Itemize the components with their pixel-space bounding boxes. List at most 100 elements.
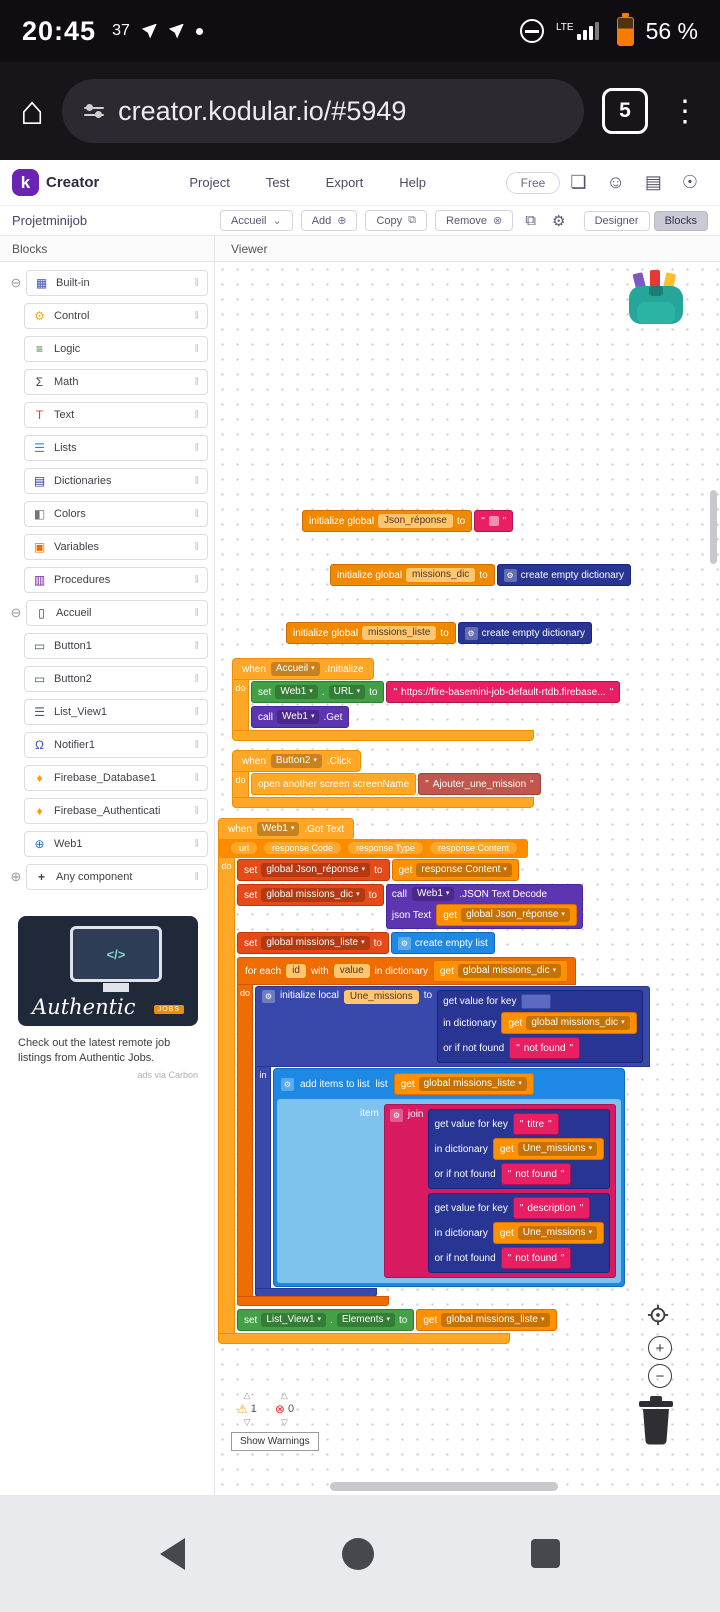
component-dropdown[interactable]: Web1 ▾ xyxy=(411,887,455,901)
block-get-json-reponse[interactable]: get global Json_réponse ▾ xyxy=(436,904,577,926)
designer-tab-button[interactable]: Designer xyxy=(583,210,650,231)
block-add-items-to-list[interactable]: ⚙ add items to list list get global miss… xyxy=(273,1068,626,1287)
drag-handle-icon[interactable]: ‖ xyxy=(194,310,200,322)
error-counter[interactable]: △ ⊗ 0 ▽ xyxy=(275,1390,294,1428)
var-name-field[interactable]: missions_liste xyxy=(362,626,437,640)
stmt-set-missions-dic[interactable]: set global missions_dic ▾ to call xyxy=(237,884,583,929)
feedback-icon[interactable]: ☺ xyxy=(606,172,625,192)
text-value[interactable]: titre xyxy=(527,1118,545,1130)
sidebar-item-colors[interactable]: ◧ Colors ‖ xyxy=(24,501,208,527)
sidebar-item-web1[interactable]: ⊕ Web1 ‖ xyxy=(24,831,208,857)
add-screen-button[interactable]: Add ⊕ xyxy=(300,210,358,231)
sidebar-item-variables[interactable]: ▣ Variables ‖ xyxy=(24,534,208,560)
component-dropdown[interactable]: Web1 ▾ xyxy=(277,710,320,724)
block-when-web1-got-text[interactable]: when Web1 ▾ .Got Text url response Code … xyxy=(218,818,650,1344)
block-get-value-for-key-titre[interactable]: get value for key " titre " xyxy=(428,1109,611,1189)
mutator-icon[interactable]: ⚙ xyxy=(464,626,478,640)
copy-screen-button[interactable]: Copy ⧉ xyxy=(365,210,428,231)
block-when-accueil-initialize[interactable]: when Accueil ▾ .Initialize do set Web1 xyxy=(232,658,621,741)
sidebar-item-list-view1[interactable]: ☰ List_View1 ‖ xyxy=(24,699,208,725)
property-dropdown[interactable]: URL ▾ xyxy=(328,685,366,699)
sidebar-item-firebase-database1[interactable]: ♦ Firebase_Database1 ‖ xyxy=(24,765,208,791)
variable-dropdown[interactable]: global Json_réponse ▾ xyxy=(261,863,371,877)
text-value[interactable]: not found xyxy=(515,1252,557,1264)
sidebar-item-notifier1[interactable]: Ω Notifier1 ‖ xyxy=(24,732,208,758)
block-init-global-missions-dic[interactable]: initialize global missions_dic to ⚙ crea… xyxy=(330,564,632,586)
back-button[interactable] xyxy=(160,1537,185,1570)
triangle-up-icon[interactable]: △ xyxy=(243,1390,251,1400)
local-name-field[interactable]: Une_missions xyxy=(343,990,419,1004)
drag-handle-icon[interactable]: ‖ xyxy=(194,574,200,586)
block-empty-string[interactable]: " " xyxy=(474,510,514,532)
block-get-une-missions[interactable]: get Une_missions ▾ xyxy=(492,1138,605,1160)
text-value[interactable]: Ajouter_une_mission xyxy=(432,778,527,790)
var-name-field[interactable]: Json_réponse xyxy=(378,514,453,528)
ad-image[interactable]: </> Authentic JOBS xyxy=(18,916,198,1026)
var-name-field[interactable]: missions_dic xyxy=(406,568,476,582)
drag-handle-icon[interactable]: ‖ xyxy=(194,409,200,421)
block-create-empty-dictionary[interactable]: ⚙ create empty dictionary xyxy=(457,622,593,644)
variable-dropdown[interactable]: Une_missions ▾ xyxy=(517,1226,598,1240)
mutator-icon[interactable]: ⚙ xyxy=(389,1109,403,1122)
drag-handle-icon[interactable]: ‖ xyxy=(194,376,200,388)
component-dropdown[interactable]: Accueil ▾ xyxy=(270,662,320,676)
vertical-scrollbar[interactable] xyxy=(710,490,717,564)
ad-attribution[interactable]: ads via Carbon xyxy=(137,1069,198,1080)
block-init-global-missions-liste[interactable]: initialize global missions_liste to ⚙ cr… xyxy=(286,622,593,644)
mutator-icon[interactable]: ⚙ xyxy=(397,936,411,950)
variable-dropdown[interactable]: response Content ▾ xyxy=(416,863,512,877)
variable-dropdown[interactable]: global missions_liste ▾ xyxy=(418,1077,527,1091)
text-value[interactable]: not found xyxy=(523,1042,566,1054)
block-screen-name-string[interactable]: " Ajouter_une_mission " xyxy=(418,773,541,795)
stmt-call-web1-get[interactable]: call Web1 ▾ .Get xyxy=(251,706,350,728)
component-dropdown[interactable]: Button2 ▾ xyxy=(270,754,322,768)
variable-dropdown[interactable]: Une_missions ▾ xyxy=(517,1142,598,1156)
block-get-missions-liste[interactable]: get global missions_liste ▾ xyxy=(393,1073,534,1095)
block-get-value-for-key-description[interactable]: get value for key " description " xyxy=(428,1193,611,1273)
block-create-empty-list[interactable]: ⚙ create empty list xyxy=(390,932,495,954)
block-get-missions-liste[interactable]: get global missions_liste ▾ xyxy=(416,1309,557,1331)
drag-handle-icon[interactable]: ‖ xyxy=(194,739,200,751)
sidebar-item-text[interactable]: T Text ‖ xyxy=(24,402,208,428)
layers-icon[interactable]: ⧉ xyxy=(525,212,536,229)
block-not-found-string[interactable]: " not found " xyxy=(500,1247,572,1269)
block-initialize-local[interactable]: ⚙ initialize local Une_missions to get v… xyxy=(255,986,650,1297)
variable-dropdown[interactable]: global missions_dic ▾ xyxy=(261,888,365,902)
empty-socket[interactable] xyxy=(521,994,552,1009)
tab-counter-button[interactable]: 5 xyxy=(602,88,648,134)
remove-screen-button[interactable]: Remove ⊗ xyxy=(435,210,514,231)
text-value[interactable]: description xyxy=(527,1202,576,1214)
sidebar-section-builtin[interactable]: ⊖ ▦ Built-in ‖ xyxy=(6,270,208,296)
plan-badge[interactable]: Free xyxy=(505,171,561,194)
drag-handle-icon[interactable]: ‖ xyxy=(194,277,200,289)
param-response-type[interactable]: response Type xyxy=(348,842,423,854)
menu-project[interactable]: Project xyxy=(189,175,230,190)
stmt-set-json-reponse[interactable]: set global Json_réponse ▾ to get respons… xyxy=(237,859,519,881)
stmt-set-missions-liste[interactable]: set global missions_liste ▾ to ⚙ create … xyxy=(237,932,495,954)
account-icon[interactable]: ☉ xyxy=(681,172,698,192)
mutator-icon[interactable]: ⚙ xyxy=(281,1077,294,1091)
loop-value-field[interactable]: value xyxy=(333,964,370,978)
browser-home-icon[interactable]: ⌂ xyxy=(20,89,45,133)
variable-dropdown[interactable]: global missions_liste ▾ xyxy=(441,1313,550,1327)
page-info-icon[interactable] xyxy=(84,104,105,118)
block-not-found-string[interactable]: " not found " xyxy=(500,1163,572,1185)
drag-handle-icon[interactable]: ‖ xyxy=(194,607,200,619)
menu-help[interactable]: Help xyxy=(399,175,426,190)
block-get-missions-dic[interactable]: get global missions_dic ▾ xyxy=(433,960,569,982)
drag-handle-icon[interactable]: ‖ xyxy=(194,508,200,520)
projects-folder-icon[interactable]: ❏ xyxy=(570,172,587,192)
property-dropdown[interactable]: Elements ▾ xyxy=(336,1313,396,1327)
block-not-found-string[interactable]: " not found " xyxy=(509,1037,581,1059)
block-init-global-json-reponse[interactable]: initialize global Json_réponse to " " xyxy=(302,510,514,532)
triangle-up-icon[interactable]: △ xyxy=(281,1390,288,1400)
blocks-tab-button[interactable]: Blocks xyxy=(653,210,708,231)
collapse-icon[interactable]: ⊖ xyxy=(10,275,22,290)
drag-handle-icon[interactable]: ‖ xyxy=(194,343,200,355)
home-button[interactable] xyxy=(342,1537,374,1570)
zoom-out-button[interactable]: − xyxy=(648,1364,672,1388)
news-icon[interactable]: ▤ xyxy=(644,172,662,192)
drag-handle-icon[interactable]: ‖ xyxy=(194,541,200,553)
block-join[interactable]: ⚙ join get value for key xyxy=(383,1104,617,1278)
triangle-down-icon[interactable]: ▽ xyxy=(243,1417,251,1427)
